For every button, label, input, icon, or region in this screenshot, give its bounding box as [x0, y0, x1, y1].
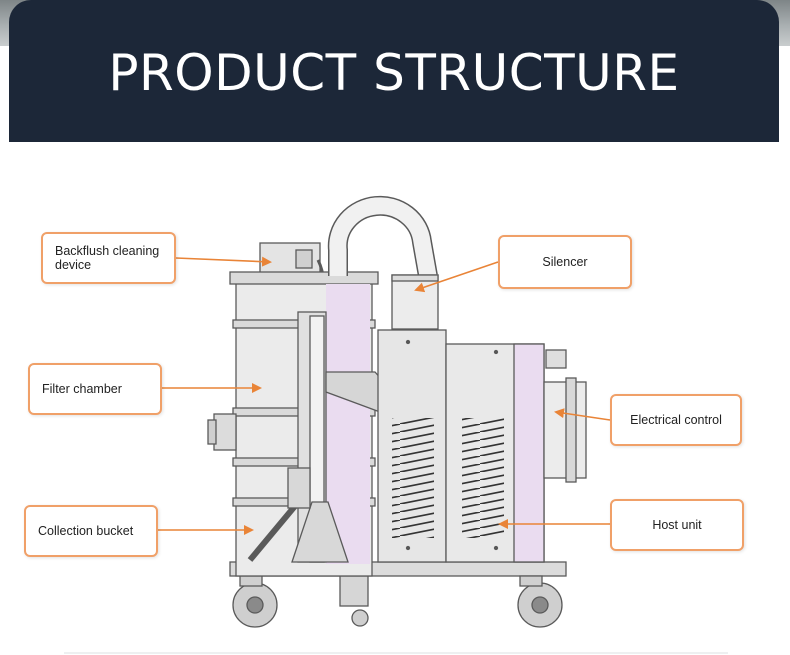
host-unit-label: Host unit — [652, 518, 702, 532]
machine-illustration — [207, 195, 587, 628]
electrical-control-box — [543, 381, 587, 479]
electrical-control-label: Electrical control — [630, 413, 722, 427]
collection-bucket-label: Collection bucket — [38, 524, 134, 538]
silencer-body — [391, 274, 439, 330]
backflush-label-line2: device — [55, 258, 92, 272]
backflush-label-line1: Backflush cleaning — [55, 244, 160, 258]
label-electrical-control: Electrical control — [610, 394, 742, 446]
leader-backflush — [175, 256, 272, 267]
label-collection-bucket: Collection bucket — [24, 505, 158, 557]
leader-electrical-control — [554, 408, 611, 421]
inlet-port — [213, 413, 237, 451]
label-filter-chamber: Filter chamber — [28, 363, 162, 415]
collection-funnel — [291, 501, 349, 563]
bottom-divider — [64, 652, 728, 654]
label-host-unit: Host unit — [610, 499, 744, 551]
leader-silencer — [414, 261, 499, 293]
leader-lines — [158, 256, 611, 535]
silencer-label: Silencer — [542, 255, 588, 269]
filter-chamber-label: Filter chamber — [42, 382, 122, 396]
label-backflush-cleaning-device: Backflush cleaning device — [41, 232, 176, 284]
label-silencer: Silencer — [498, 235, 632, 289]
caster-wheel — [351, 609, 369, 627]
title-banner: PRODUCT STRUCTURE — [9, 0, 779, 142]
page-title: PRODUCT STRUCTURE — [108, 44, 680, 102]
